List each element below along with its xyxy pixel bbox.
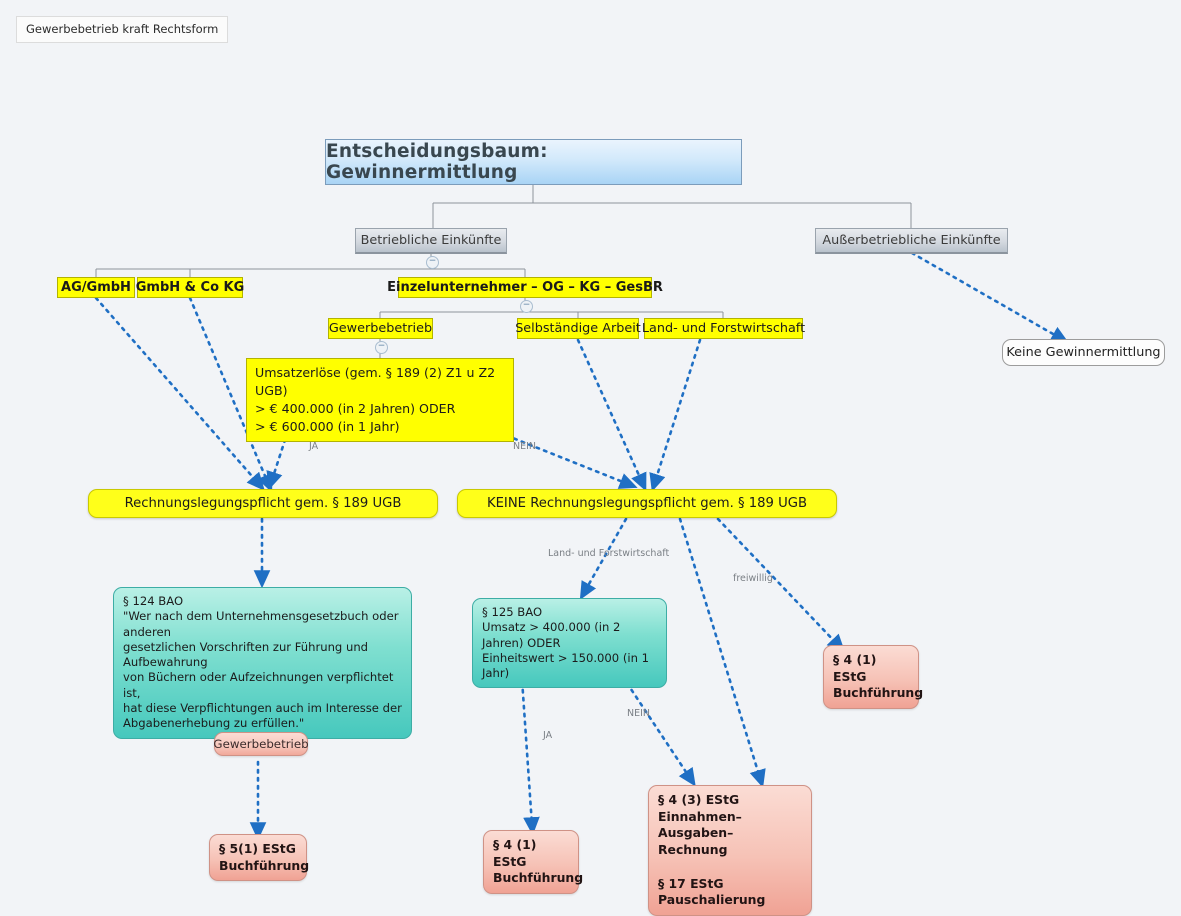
collapse-toggle-einzelunternehmer[interactable]: − [520,300,533,313]
edge-ag-to-rlp [94,296,265,491]
collapse-toggle-gewerbebetrieb[interactable]: − [375,341,388,354]
tooltip-label: Gewerbebetrieb kraft Rechtsform [16,16,229,43]
node-einzelunternehmer[interactable]: Einzelunternehmer – OG – KG – GesBR [387,277,663,298]
node-gmbh-co-kg[interactable]: GmbH & Co KG [136,277,244,298]
node-gewerbebetrieb-outcome[interactable]: Gewerbebetrieb [213,732,309,756]
node-umsatzerloese-criteria[interactable]: Umsatzerlöse (gem. § 189 (2) Z1 u Z2 UGB… [246,358,514,442]
node-land-und-forstwirtschaft[interactable]: Land- und Forstwirtschaft [642,318,805,339]
node-ag-gmbh[interactable]: AG/GmbH [57,277,135,298]
node-estg-4-1-buchfuehrung-left[interactable]: § 4 (1) EStG Buchführung [483,830,583,895]
node-selbstaendige-arbeit[interactable]: Selbständige Arbeit [515,318,641,339]
node-estg-4-1-buchfuehrung-right[interactable]: § 4 (1) EStG Buchführung [823,645,923,710]
edge-label-nein-bottom: NEIN [627,708,651,719]
edge-keinerlp-to-estg43 [678,517,766,788]
edge-label-land-und-forstwirtschaft: Land- und Forstwirtschaft [548,548,670,559]
node-betriebliche-einkuenfte[interactable]: Betriebliche Einkünfte [355,228,507,254]
node-estg-4-3-einnahmen-ausgaben[interactable]: § 4 (3) EStG Einnahmen–Ausgaben– Rechnun… [648,785,812,916]
node-keine-rechnungslegungspflicht[interactable]: KEINE Rechnungslegungspflicht gem. § 189… [457,489,837,518]
edge-label-freiwillig: freiwillig [733,573,773,584]
edge-landforst-to-keinerlp [649,338,702,492]
edge-ausser-to-keine [910,251,1070,344]
node-estg-5-1-buchfuehrung[interactable]: § 5(1) EStG Buchführung [209,834,309,882]
edge-label-ja-bottom: JA [543,730,553,741]
node-keine-gewinnermittlung[interactable]: Keine Gewinnermittlung [1002,339,1165,366]
node-gewerbebetrieb[interactable]: Gewerbebetrieb [328,318,433,339]
edge-label-ja-top: JA [309,441,319,452]
node-ausserbetriebliche-einkuenfte[interactable]: Außerbetriebliche Einkünfte [815,228,1008,254]
page-title: Entscheidungsbaum: Gewinnermittlung [325,139,742,185]
edge-label-nein-top: NEIN [513,441,537,452]
edge-selbst-to-keinerlp [576,338,647,492]
node-bao-124[interactable]: § 124 BAO "Wer nach dem Unternehmensgese… [113,587,412,739]
node-rechnungslegungspflicht[interactable]: Rechnungslegungspflicht gem. § 189 UGB [88,489,438,518]
collapse-toggle-betriebliche[interactable]: − [426,256,439,269]
node-bao-125[interactable]: § 125 BAO Umsatz > 400.000 (in 2 Jahren)… [472,598,667,689]
